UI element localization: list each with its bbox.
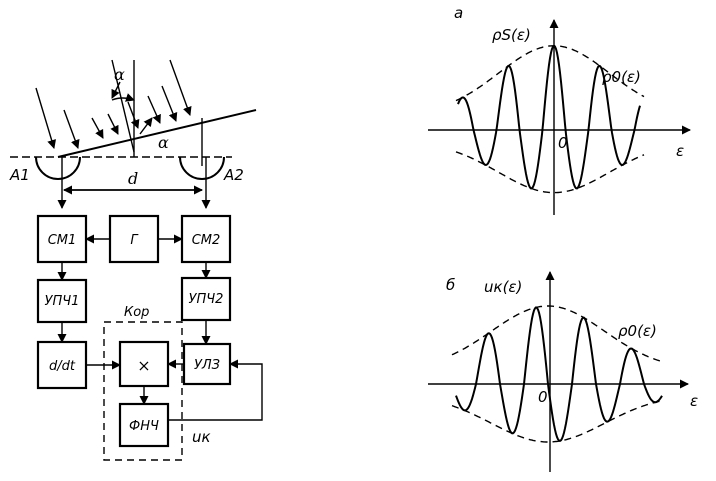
plot-b-curve: [455, 306, 663, 442]
delay-line-label: УЛЗ: [194, 358, 220, 373]
angle-alpha-top: α: [114, 65, 125, 84]
wavefront-geometry: α α: [10, 60, 257, 166]
baseline-label: d: [128, 169, 138, 188]
correlator-label: Кор: [124, 305, 149, 320]
plot-a-envelope-lower: [455, 151, 645, 194]
multiplier-symbol: ×: [137, 356, 150, 375]
angle-alpha-side: α: [158, 133, 169, 152]
output-voltage-label: uк: [192, 428, 211, 446]
generator-block: [108, 214, 160, 264]
ifamp2-block: [180, 276, 232, 322]
plot-a-envelope-label: ρ0(ε): [602, 68, 641, 86]
plot-b-origin-label: 0: [538, 388, 548, 406]
antenna-a2-label: A2: [223, 166, 244, 184]
plot-b-panel-label: б: [446, 276, 455, 294]
antenna-a1-label: A1: [9, 166, 30, 184]
plot-a-curve: [457, 44, 641, 190]
lowpass-filter-block: [118, 402, 170, 448]
mixer2-label: СМ2: [192, 233, 221, 248]
correlator-frame: [103, 321, 183, 461]
plot-b-curve-label: uк(ε): [484, 278, 522, 296]
differentiator-block: [36, 340, 88, 390]
generator-label: Г: [130, 233, 139, 248]
plot-b-envelope-label: ρ0(ε): [618, 322, 657, 340]
plot-a-panel-label: а: [454, 4, 463, 22]
ifamp2-label: УПЧ2: [189, 292, 224, 307]
differentiator-label: d/dt: [49, 359, 76, 374]
plot-b: [428, 271, 689, 472]
antenna-a2: [179, 156, 225, 209]
ifamp1-label: УПЧ1: [45, 294, 80, 309]
plot-b-x-label: ε: [690, 392, 698, 410]
plot-a-origin-label: 0: [558, 134, 568, 152]
plot-a-curve-label: ρS(ε): [492, 26, 531, 44]
plot-a-x-label: ε: [676, 142, 684, 160]
signal-connections: [57, 234, 263, 421]
plot-b-envelope-lower: [451, 399, 665, 443]
incoming-wave-rays: [35, 59, 192, 153]
plot-a-envelope-upper: [455, 45, 645, 102]
lowpass-filter-label: ФНЧ: [129, 419, 159, 434]
mixer1-label: СМ1: [48, 233, 77, 248]
antenna-a1: [35, 156, 81, 209]
plot-a: [428, 19, 691, 215]
